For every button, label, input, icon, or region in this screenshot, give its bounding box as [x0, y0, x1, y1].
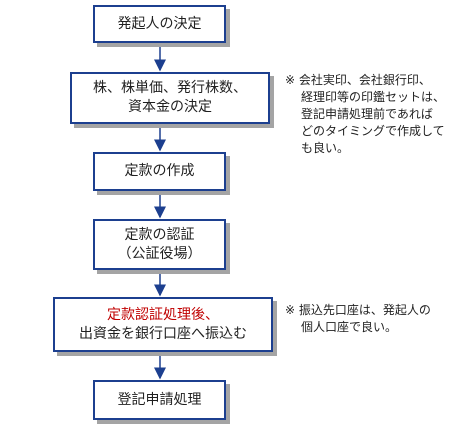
step-label: 定款の作成 [124, 163, 195, 179]
note-line: 登記申請処理前であれば [301, 107, 433, 121]
step-registration-filing: 登記申請処理 [93, 380, 226, 420]
step-label: 株、株単価、発行株数、 [93, 80, 247, 96]
step-label-highlight: 定款認証処理後、 [107, 306, 219, 323]
step-label: （公証役場） [117, 245, 202, 262]
step-certify-articles: 定款の認証 （公証役場） [93, 219, 226, 270]
step-label: 出資金を銀行口座へ振込む [79, 325, 247, 342]
note-line: どのタイミングで作成して [301, 124, 445, 138]
note-line: ※ 会社実印、会社銀行印、 [285, 73, 431, 87]
note-line: 個人口座で良い。 [301, 320, 398, 334]
step-draft-articles: 定款の作成 [93, 152, 226, 191]
note-seal-set: ※ 会社実印、会社銀行印、 経理印等の印鑑セットは、 登記申請処理前であれば ど… [285, 72, 445, 157]
step-label: 発起人の決定 [117, 15, 202, 32]
step-deposit-capital: 定款認証処理後、 出資金を銀行口座へ振込む [53, 297, 273, 352]
step-decide-shares-capital: 株、株単価、発行株数、 資本金の決定 [70, 72, 270, 124]
step-label: 資本金の決定 [128, 99, 212, 115]
note-line: 経理印等の印鑑セットは、 [301, 90, 446, 104]
step-label: 定款の認証 [124, 226, 195, 243]
note-line: ※ 振込先口座は、発起人の [285, 303, 431, 317]
note-deposit-account: ※ 振込先口座は、発起人の 個人口座で良い。 [285, 302, 431, 336]
step-select-founders: 発起人の決定 [93, 5, 226, 43]
step-label: 登記申請処理 [117, 391, 202, 408]
note-line: も良い。 [301, 141, 350, 155]
